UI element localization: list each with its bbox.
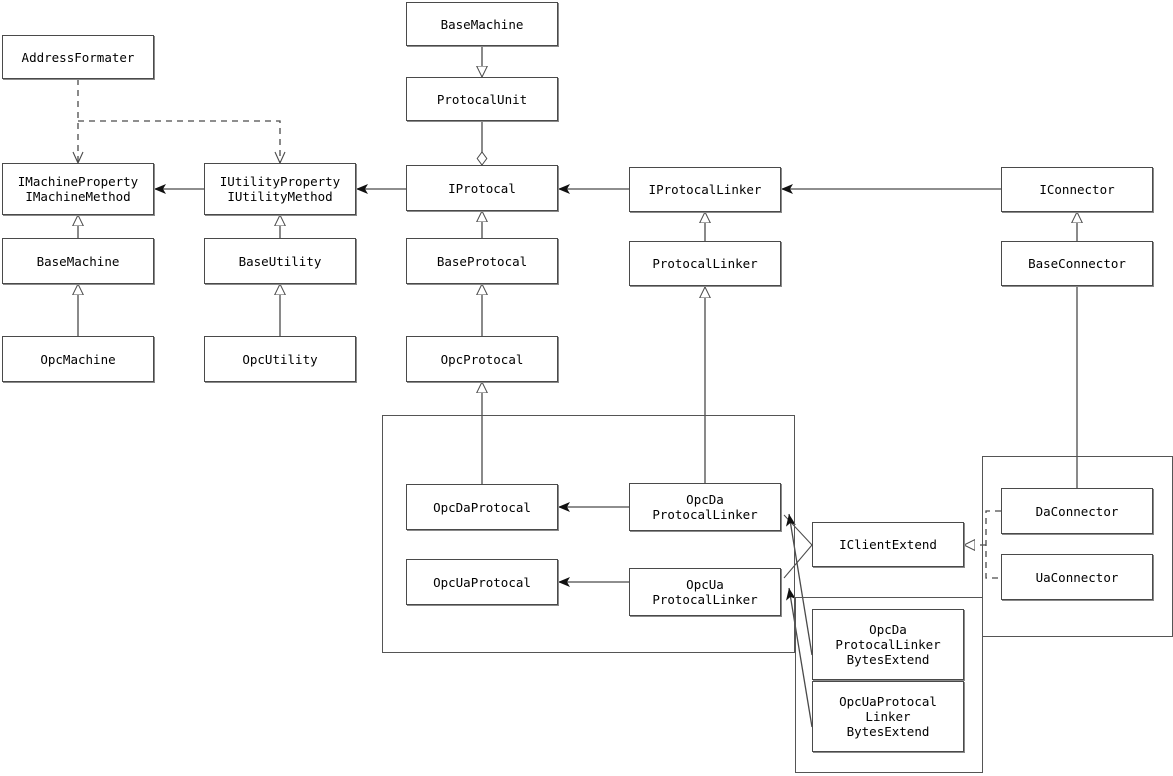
class-label: BaseMachine	[36, 253, 120, 269]
class-node-opcutility[interactable]: OpcUtility	[204, 336, 356, 382]
class-label: ProtocalLinker	[652, 256, 758, 271]
group-box-protocal	[382, 415, 795, 653]
class-node-baseconnector[interactable]: BaseConnector	[1001, 241, 1153, 286]
class-label: OpcDa ProtocalLinker	[652, 492, 758, 522]
class-node-basemachine-top[interactable]: BaseMachine	[406, 2, 558, 46]
group-box-connector	[982, 456, 1173, 637]
class-label: IMachineProperty IMachineMethod	[17, 174, 139, 204]
class-node-uaconnector[interactable]: UaConnector	[1001, 554, 1153, 600]
class-node-opcdaprotocallinker[interactable]: OpcDa ProtocalLinker	[629, 483, 781, 531]
class-label: OpcUaProtocal	[433, 574, 531, 590]
class-label: BaseMachine	[440, 16, 524, 32]
class-label: BaseUtility	[238, 253, 322, 269]
class-label: ProtocalUnit	[436, 91, 528, 107]
class-label: IClientExtend	[839, 537, 937, 552]
class-label: OpcUa ProtocalLinker	[652, 577, 758, 607]
class-label: DaConnector	[1035, 503, 1119, 519]
class-node-opcdaprotocal[interactable]: OpcDaProtocal	[406, 484, 558, 530]
class-node-iutilityproperty[interactable]: IUtilityProperty IUtilityMethod	[204, 163, 356, 215]
class-label: BaseConnector	[1028, 256, 1126, 271]
class-node-iprotocallinker[interactable]: IProtocalLinker	[629, 167, 781, 212]
class-label: IProtocal	[448, 180, 516, 196]
class-label: OpcMachine	[40, 351, 116, 367]
class-label: UaConnector	[1035, 569, 1119, 585]
class-node-iprotocal[interactable]: IProtocal	[406, 165, 558, 211]
class-node-opcprotocal[interactable]: OpcProtocal	[406, 336, 558, 382]
class-node-basemachine[interactable]: BaseMachine	[2, 238, 154, 284]
class-label: BaseProtocal	[436, 253, 528, 269]
class-label: OpcDa ProtocalLinker BytesExtend	[835, 622, 941, 667]
class-node-opcuaprotocallinkerbytesextend[interactable]: OpcUaProtocal Linker BytesExtend	[812, 681, 964, 752]
class-node-imachineproperty[interactable]: IMachineProperty IMachineMethod	[2, 163, 154, 215]
class-label: IProtocalLinker	[648, 182, 762, 197]
class-node-addressformater[interactable]: AddressFormater	[2, 35, 154, 79]
class-node-protocallinker[interactable]: ProtocalLinker	[629, 241, 781, 286]
class-node-iclientextend[interactable]: IClientExtend	[812, 522, 964, 567]
class-label: OpcProtocal	[440, 351, 524, 367]
class-node-iconnector[interactable]: IConnector	[1001, 167, 1153, 212]
class-label: IUtilityProperty IUtilityMethod	[219, 174, 341, 204]
class-node-opcdaprotocallinkerbytesextend[interactable]: OpcDa ProtocalLinker BytesExtend	[812, 609, 964, 680]
class-node-opcuaprotocal[interactable]: OpcUaProtocal	[406, 559, 558, 605]
class-label: OpcDaProtocal	[433, 499, 531, 515]
class-label: OpcUtility	[242, 351, 318, 367]
class-node-opcmachine[interactable]: OpcMachine	[2, 336, 154, 382]
class-node-opcuaprotocallinker[interactable]: OpcUa ProtocalLinker	[629, 568, 781, 616]
edge-addressformater-iutilityproperty	[78, 120, 286, 164]
class-node-baseprotocal[interactable]: BaseProtocal	[406, 238, 558, 284]
class-node-protocalunit[interactable]: ProtocalUnit	[406, 77, 558, 121]
class-node-baseutility[interactable]: BaseUtility	[204, 238, 356, 284]
class-label: AddressFormater	[21, 49, 135, 65]
class-label: IConnector	[1039, 182, 1115, 197]
class-label: OpcUaProtocal Linker BytesExtend	[839, 694, 937, 739]
class-node-daconnector[interactable]: DaConnector	[1001, 488, 1153, 534]
